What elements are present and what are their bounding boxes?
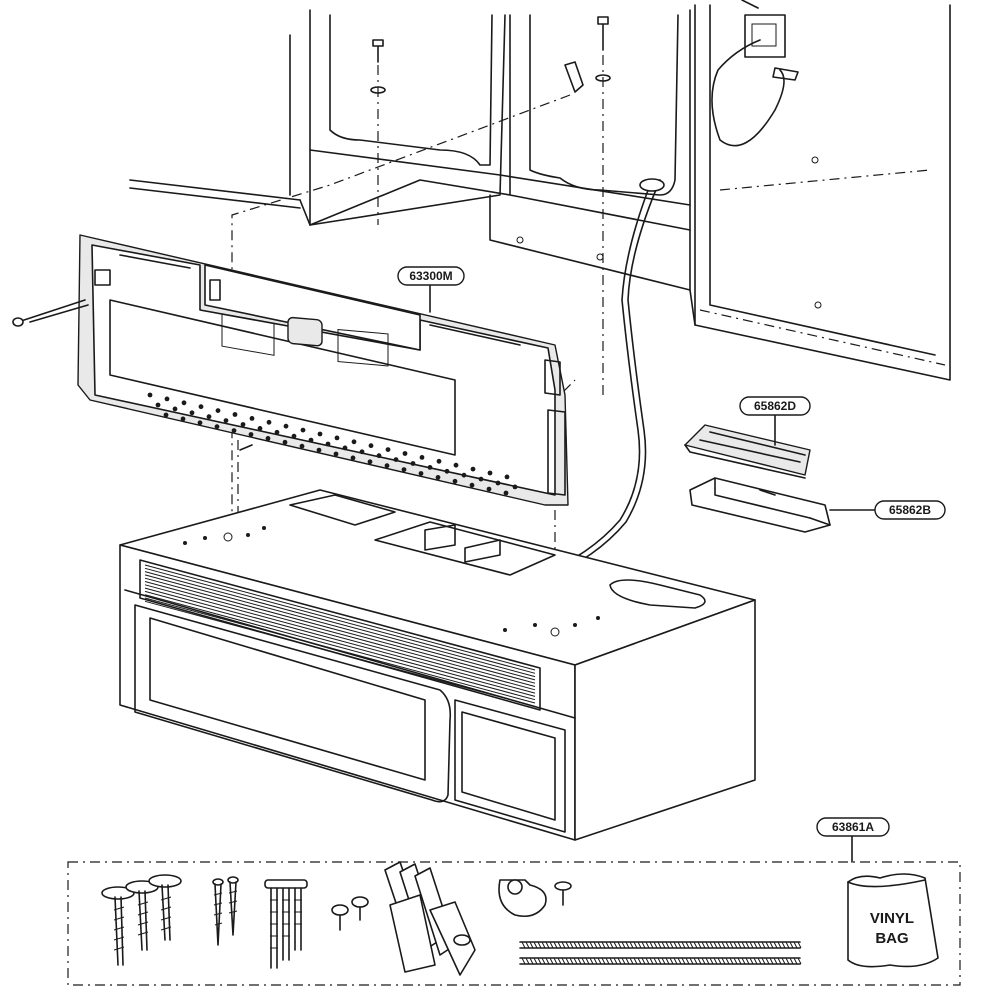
callout-63300M-label: 63300M <box>409 269 452 283</box>
callout-65862B-label: 65862B <box>889 503 931 517</box>
long-bolts <box>264 879 308 969</box>
callout-mounting-plate: 63300M <box>397 266 465 313</box>
part-65862B <box>689 477 831 533</box>
vinyl-bag-line2: BAG <box>875 930 908 947</box>
upper-cabinets <box>129 0 951 381</box>
callout-65862D-label: 65862D <box>754 399 796 413</box>
power-cord <box>539 184 651 576</box>
callout-65862D: 65862D <box>739 396 811 446</box>
cord-grommet <box>639 178 665 192</box>
cabinet-screws <box>370 16 611 94</box>
microwave-oven <box>119 489 756 841</box>
toggle-bolts <box>101 874 182 966</box>
plate-holes <box>147 392 518 496</box>
vinyl-bag: VINYL BAG <box>847 873 939 968</box>
callout-63861A-label: 63861A <box>832 820 874 834</box>
toggle-wings <box>384 861 476 976</box>
small-screws <box>331 896 369 931</box>
cord-clamp <box>498 879 572 918</box>
hardware-kit-box: 63861A <box>67 817 961 986</box>
wall-bolt <box>12 299 89 327</box>
callout-65862B: 65862B <box>829 500 946 520</box>
mounting-plate <box>77 234 569 506</box>
part-65862D <box>684 424 811 479</box>
wood-screws <box>212 876 239 946</box>
springs <box>519 941 802 965</box>
small-screw <box>239 444 253 451</box>
vent-grille <box>144 564 536 707</box>
vinyl-bag-line1: VINYL <box>870 910 914 927</box>
